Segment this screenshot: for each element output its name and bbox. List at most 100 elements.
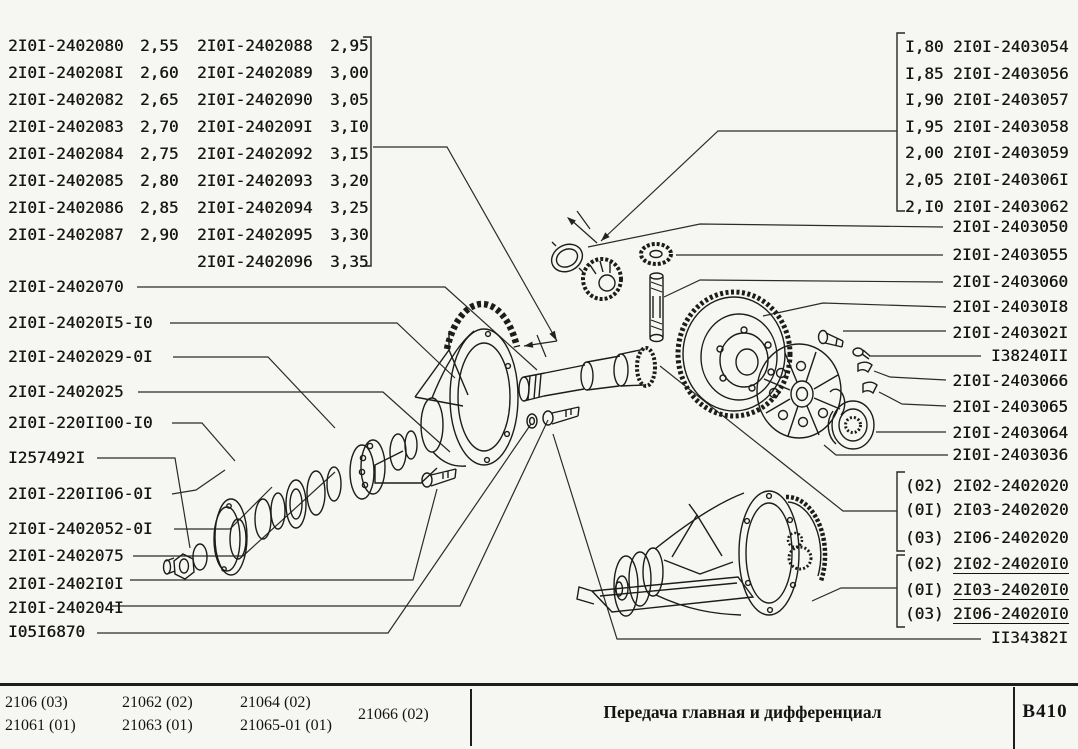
thickness-value: 3,I5 — [330, 144, 369, 163]
thickness-value: 2,75 — [140, 144, 179, 163]
washer-small — [526, 413, 538, 429]
group-arrowheads — [524, 217, 610, 348]
thickness-value: 2,55 — [140, 36, 179, 55]
case-bolt — [817, 329, 844, 348]
thickness-value: 2,65 — [140, 90, 179, 109]
bolt-center — [542, 406, 580, 426]
part-label: 2I0I-240204I — [8, 598, 124, 617]
thickness-value: 3,00 — [330, 63, 369, 82]
shim-size: 2,05 — [905, 170, 944, 189]
thickness-value: 2,80 — [140, 171, 179, 190]
part-label: 2I0I-2403050 — [952, 217, 1068, 236]
part-label: I05I6870 — [8, 622, 86, 641]
shim-size: 2,00 — [905, 143, 944, 162]
footer-model: 21064 (02) — [240, 694, 311, 711]
part-number: 2I0I-2403059 — [953, 143, 1069, 162]
part-label: 2I0I-240302I — [952, 323, 1068, 342]
group-position-arrows — [523, 210, 598, 358]
footer-model: 21066 (02) — [358, 706, 429, 723]
part-number: 2I0I-2402084 — [8, 144, 124, 163]
thickness-value: 3,30 — [330, 225, 369, 244]
lock-plate-1 — [857, 361, 873, 374]
satellite-pinion — [581, 257, 623, 301]
satellite-gear-top — [639, 242, 673, 266]
part-label: 2I0I-220II06-0I — [8, 484, 153, 503]
part-label: 2I0I-2402070 — [8, 277, 124, 296]
part-label: I257492I — [8, 448, 86, 467]
underlined-part: 2I06-24020I0 — [953, 604, 1069, 624]
part-number: 2I0I-240208I — [8, 63, 124, 82]
part-number: 2I0I-2402087 — [8, 225, 124, 244]
footer-divider-left — [470, 689, 472, 746]
part-label: 2I0I-2402075 — [8, 546, 124, 565]
part-label: 2I0I-2402029-0I — [8, 347, 153, 366]
drive-pinion-shaft — [518, 346, 657, 402]
variant-prefix: (03) — [905, 604, 944, 623]
part-number: 2I0I-2402088 — [197, 36, 313, 55]
part-label: 2I0I-24020I5-I0 — [8, 313, 153, 332]
part-number: 2I0I-2402093 — [197, 171, 313, 190]
part-number: 2I0I-2402086 — [8, 198, 124, 217]
variant-prefix: (03) — [905, 528, 944, 547]
shim-size: I,80 — [905, 37, 944, 56]
lock-pin — [852, 347, 871, 360]
part-label: 2I0I-2402I0I — [8, 574, 124, 593]
part-number: 2I03-2402020 — [953, 500, 1069, 519]
lock-plate-2 — [862, 381, 878, 395]
group-drawing — [162, 241, 878, 617]
final-drive-housing — [374, 300, 521, 484]
footer-model: 21062 (02) — [122, 694, 193, 711]
part-label: 2I0I-2403036 — [952, 445, 1068, 464]
part-label: I38240II — [990, 346, 1068, 365]
thickness-value: 2,60 — [140, 63, 179, 82]
part-number: 2I0I-2402085 — [8, 171, 124, 190]
part-number: 2I0I-2402096 — [197, 252, 313, 271]
part-number: 2I0I-2402089 — [197, 63, 313, 82]
bolt-left — [421, 468, 457, 488]
part-number: 2I02-24020I0 — [953, 555, 1069, 574]
part-number: 2I0I-2402095 — [197, 225, 313, 244]
pinion-flange-assembly — [162, 430, 418, 580]
assembled-final-drive — [576, 490, 828, 617]
footer-top-rule — [0, 683, 1078, 686]
part-number: 2I02-2402020 — [953, 476, 1069, 495]
part-label: 2I0I-24030I8 — [952, 297, 1068, 316]
variant-prefix: (0I) — [905, 580, 944, 599]
shim-size: I,85 — [905, 64, 944, 83]
footer-model: 2106 (03) — [5, 694, 68, 711]
part-label: 2I0I-2403055 — [952, 245, 1068, 264]
part-label: 2I0I-220II00-I0 — [8, 413, 153, 432]
part-label: 2I0I-2403065 — [952, 397, 1068, 416]
thickness-value: 2,90 — [140, 225, 179, 244]
sheet-code: B410 — [1022, 701, 1068, 722]
part-number: 2I0I-2402090 — [197, 90, 313, 109]
satellite-axle-pin — [649, 272, 664, 343]
part-number: 2I0I-2403054 — [953, 37, 1069, 56]
sheet-title: Передача главная и дифференциал — [603, 702, 882, 722]
part-label: 2I0I-2403064 — [952, 423, 1068, 442]
variant-prefix: (02) — [905, 476, 944, 495]
part-number: 2I0I-2403062 — [953, 197, 1069, 216]
part-number: 2I0I-2403058 — [953, 117, 1069, 136]
part-label: 2I0I-2402052-0I — [8, 519, 153, 538]
part-number: 2I0I-2402083 — [8, 117, 124, 136]
thickness-value: 3,20 — [330, 171, 369, 190]
part-number: 2I03-24020I0 — [953, 581, 1069, 600]
part-label: 2I0I-2403066 — [952, 371, 1068, 390]
footer-model: 21063 (01) — [122, 717, 193, 734]
variant-prefix: (0I) — [905, 500, 944, 519]
thickness-value: 2,85 — [140, 198, 179, 217]
part-label: 2I0I-2402025 — [8, 382, 124, 401]
shim-size: I,90 — [905, 90, 944, 109]
part-number: 2I06-24020I0 — [953, 605, 1069, 624]
part-number: 2I0I-2402082 — [8, 90, 124, 109]
part-number: 2I0I-2402094 — [197, 198, 313, 217]
underlined-part: 2I02-24020I0 — [953, 554, 1069, 574]
differential-case — [756, 343, 846, 439]
part-number: 2I06-2402020 — [953, 528, 1069, 547]
part-number: 2I0I-2402080 — [8, 36, 124, 55]
thickness-value: 2,95 — [330, 36, 369, 55]
thickness-value: 3,25 — [330, 198, 369, 217]
